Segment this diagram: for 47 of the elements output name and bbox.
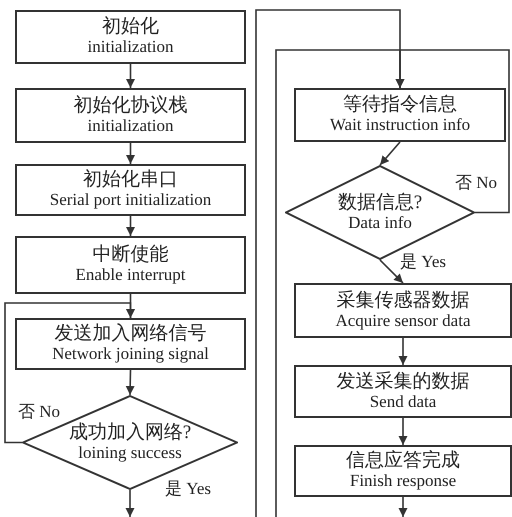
english-label: loining success (78, 444, 182, 462)
edge-label: 否 No (455, 174, 498, 193)
chinese-label: 初始化串口 (83, 170, 178, 192)
chinese-label: 信息应答完成 (346, 451, 460, 472)
arrow (396, 49, 510, 214)
english-label: Network joining signal (52, 345, 209, 364)
english-label: Data info (348, 214, 412, 232)
chinese-label: 等待指令信息 (343, 95, 457, 116)
process-box (15, 88, 246, 143)
chinese-label: 发送采集的数据 (336, 372, 470, 393)
english-label: Acquire sensor data (335, 312, 470, 330)
process-box (294, 445, 512, 497)
process-box (294, 88, 506, 142)
arrow (398, 497, 408, 517)
process-box (15, 318, 246, 370)
english-label: initialization (88, 116, 174, 136)
process-box (15, 236, 246, 294)
edge-label: 是 Yes (400, 253, 446, 272)
english-label: Finish response (350, 472, 456, 491)
arrow (379, 141, 401, 166)
arrow (398, 418, 408, 445)
arrow (126, 490, 134, 517)
chinese-label: 初始化协议栈 (74, 96, 188, 117)
edge-label: 否 No (18, 403, 60, 422)
english-label: Enable interrupt (76, 266, 186, 285)
chinese-label: 发送加入网络信号 (54, 324, 206, 346)
english-label: initialization (88, 38, 174, 57)
arrow (398, 338, 408, 365)
edge-label: 是 Yes (165, 480, 211, 499)
arrow (126, 64, 135, 88)
chinese-label: 中断使能 (92, 245, 168, 266)
arrow (126, 370, 135, 396)
process-box (294, 283, 512, 338)
chinese-label: 成功加入网络? (68, 422, 192, 444)
arrow (126, 143, 135, 164)
process-box (15, 10, 246, 64)
english-label: Serial port initialization (50, 191, 212, 210)
arrow (4, 302, 135, 444)
process-box (15, 164, 246, 216)
chinese-label: 初始化 (102, 17, 159, 38)
arrow (379, 259, 404, 284)
chinese-label: 数据信息? (338, 192, 422, 214)
english-label: Send data (370, 392, 436, 412)
english-label: Wait instruction info (330, 116, 470, 135)
process-box (294, 365, 512, 418)
chinese-label: 采集传感器数据 (336, 290, 470, 312)
arrow (126, 216, 135, 236)
